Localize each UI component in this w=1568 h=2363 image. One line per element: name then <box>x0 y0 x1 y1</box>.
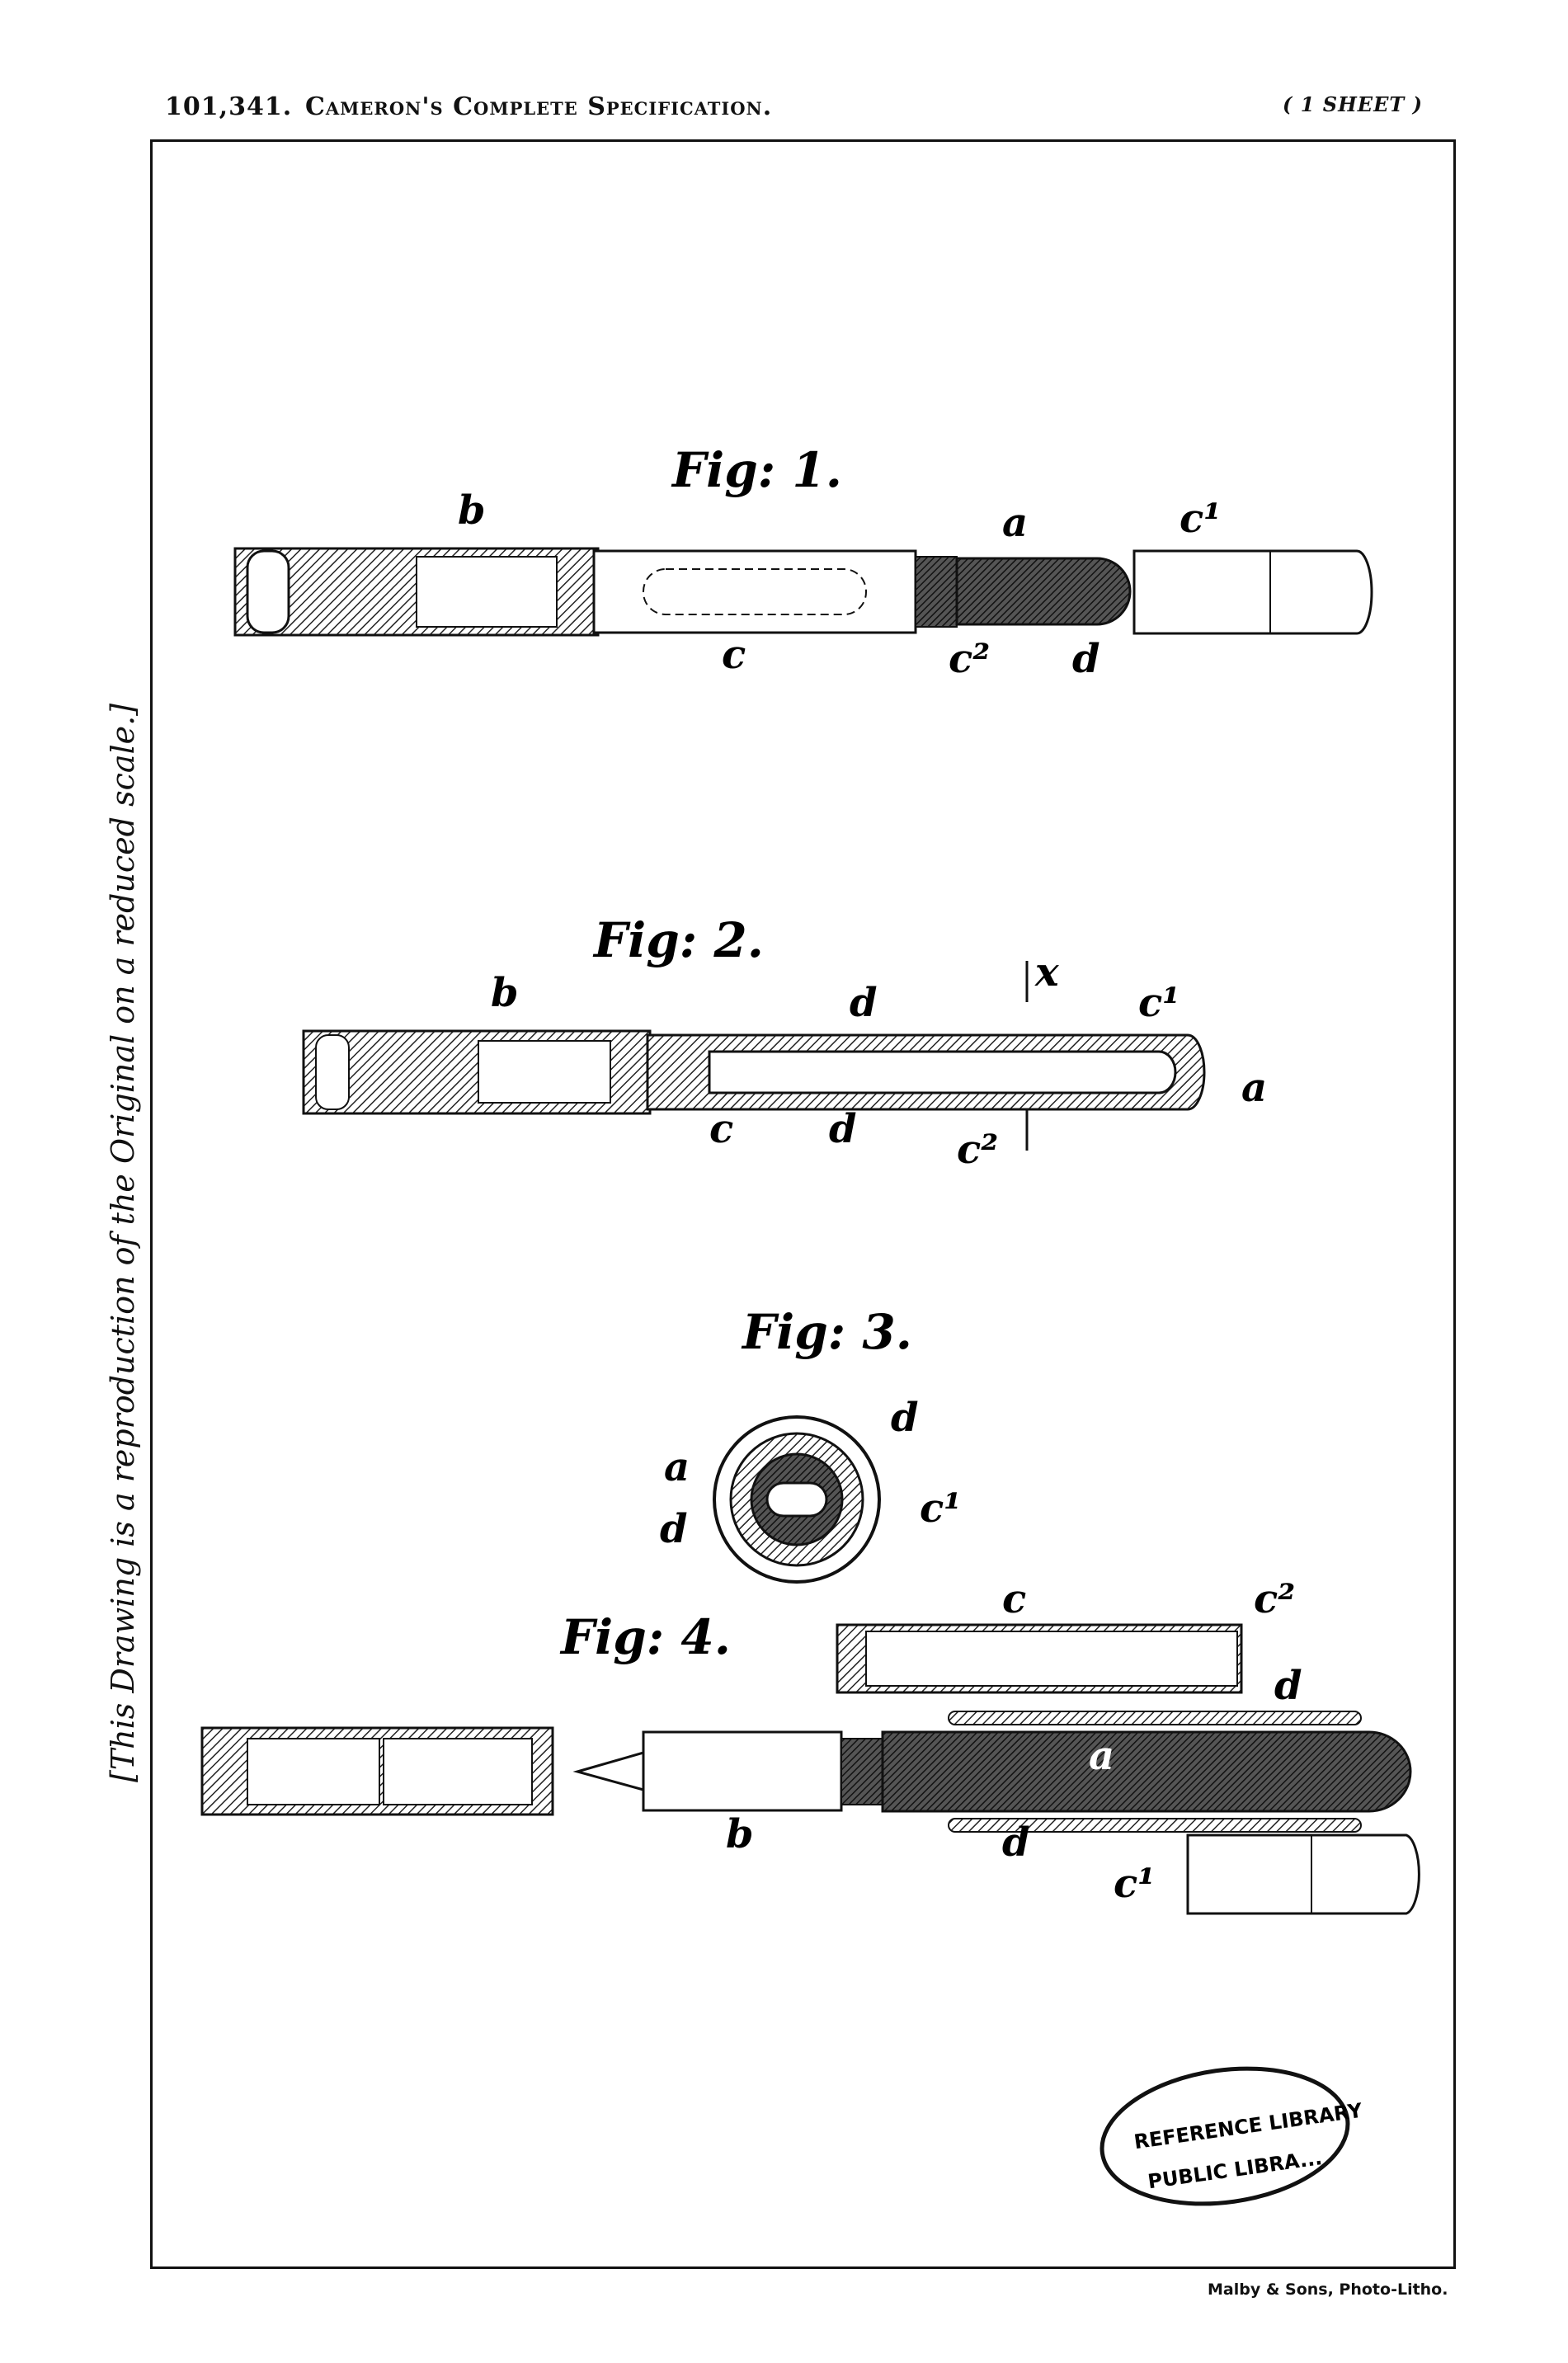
reference-label: b <box>491 970 519 1016</box>
fig1-label: Fig: 1. <box>671 442 842 498</box>
nib <box>572 1751 645 1791</box>
ref-b: b <box>458 487 486 534</box>
reference-label: d <box>850 980 878 1026</box>
ref-c2: c² <box>949 636 990 682</box>
fig1-end-cap <box>1132 549 1373 635</box>
reference-label: d <box>1002 1819 1030 1866</box>
library-stamp: REFERENCE LIBRARY PUBLIC LIBRA... <box>1099 2066 1364 2206</box>
reference-label: d <box>891 1395 919 1441</box>
reference-label: c¹ <box>1138 980 1180 1026</box>
figure-3: Fig: 3. d a d c¹ <box>660 1304 961 1584</box>
fig3-label: Fig: 3. <box>741 1304 912 1360</box>
fig1-reservoir <box>955 557 1132 626</box>
figure-4: Fig: 4. c c² d a b d c¹ <box>200 1576 1420 1915</box>
reference-label: a <box>664 1444 690 1490</box>
reference-label: c <box>709 1106 733 1152</box>
reservoir <box>881 1730 1412 1813</box>
reference-label: PUBLIC LIBRA... <box>1147 2146 1324 2193</box>
specification-title: Cameron's Complete Specification. <box>305 92 773 121</box>
drawing-frame <box>150 139 1456 2269</box>
patent-number: 101,341. <box>165 92 293 121</box>
fig4-label: Fig: 4. <box>559 1609 731 1665</box>
reference-label: REFERENCE LIBRARY <box>1132 2099 1364 2154</box>
fig1-barrel <box>592 549 917 634</box>
reference-label: a <box>1089 1733 1114 1779</box>
reference-label: d <box>829 1106 857 1152</box>
reference-label: a <box>1241 1065 1267 1111</box>
reference-label: d <box>1274 1663 1302 1709</box>
figure-1: Fig: 1. b a c¹ c c² d <box>233 442 1373 682</box>
reference-label: c² <box>957 1127 998 1173</box>
reference-label: x <box>1034 949 1060 996</box>
printer-credit: Malby & Sons, Photo-Litho. <box>1208 2281 1448 2299</box>
fig2-label: Fig: 2. <box>592 912 764 968</box>
reference-label: c¹ <box>1114 1861 1155 1907</box>
reference-label: c² <box>1254 1576 1295 1622</box>
reference-label: b <box>726 1811 754 1857</box>
figure-2: Fig: 2. b d x c¹ a c d c² <box>302 912 1267 1173</box>
ref-a: a <box>1002 500 1028 546</box>
reference-label: c <box>1002 1576 1026 1622</box>
reference-label: c¹ <box>920 1485 961 1532</box>
reference-label: d <box>660 1506 688 1552</box>
ref-c: c <box>722 632 746 678</box>
ref-d: d <box>1072 636 1100 682</box>
ref-c1: c¹ <box>1180 496 1221 542</box>
sheet-count: ( 1 SHEET ) <box>1283 92 1423 116</box>
